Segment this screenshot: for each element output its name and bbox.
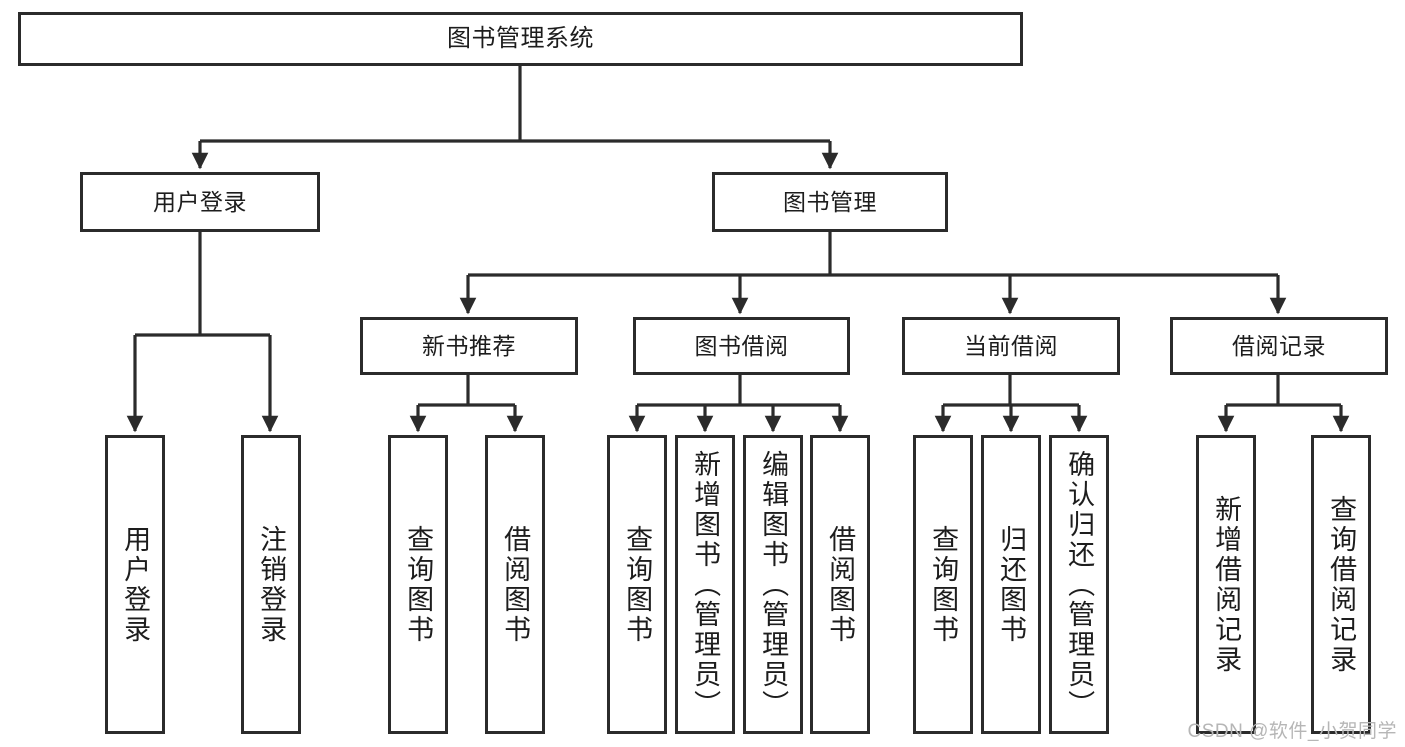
leaf-newbook-query-book[interactable]: 查询图书 — [388, 435, 448, 734]
node-book-borrow[interactable]: 图书借阅 — [633, 317, 850, 375]
node-user-login[interactable]: 用户登录 — [80, 172, 320, 232]
leaf-current-return-book[interactable]: 归还图书 — [981, 435, 1041, 734]
leaf-records-query-record-label: 查询借阅记录 — [1326, 494, 1357, 675]
leaf-borrow-borrow-book-label: 借阅图书 — [825, 524, 856, 645]
leaf-user-login[interactable]: 用户登录 — [105, 435, 165, 734]
leaf-current-confirm-return-admin-label: 确认归还（管理员） — [1064, 449, 1095, 720]
node-new-book-recommend[interactable]: 新书推荐 — [360, 317, 578, 375]
node-borrow-records[interactable]: 借阅记录 — [1170, 317, 1388, 375]
leaf-current-query-book[interactable]: 查询图书 — [913, 435, 973, 734]
leaf-borrow-edit-book-admin[interactable]: 编辑图书（管理员） — [743, 435, 803, 734]
node-root[interactable]: 图书管理系统 — [18, 12, 1023, 66]
leaf-current-return-book-label: 归还图书 — [996, 524, 1027, 645]
node-user-login-label: 用户登录 — [153, 188, 247, 215]
node-book-management[interactable]: 图书管理 — [712, 172, 948, 232]
leaf-records-query-record[interactable]: 查询借阅记录 — [1311, 435, 1371, 734]
node-book-borrow-label: 图书借阅 — [694, 332, 789, 359]
leaf-newbook-borrow-book-label: 借阅图书 — [500, 524, 531, 645]
leaf-newbook-borrow-book[interactable]: 借阅图书 — [485, 435, 545, 734]
leaf-borrow-query-book-label: 查询图书 — [622, 524, 653, 645]
leaf-records-add-record-label: 新增借阅记录 — [1211, 494, 1242, 675]
leaf-borrow-add-book-admin-label: 新增图书（管理员） — [690, 449, 721, 720]
leaf-borrow-borrow-book[interactable]: 借阅图书 — [810, 435, 870, 734]
node-current-borrow-label: 当前借阅 — [964, 332, 1058, 359]
leaf-borrow-query-book[interactable]: 查询图书 — [607, 435, 667, 734]
node-current-borrow[interactable]: 当前借阅 — [902, 317, 1120, 375]
node-new-book-recommend-label: 新书推荐 — [422, 332, 516, 359]
node-borrow-records-label: 借阅记录 — [1232, 332, 1326, 359]
leaf-user-login-label: 用户登录 — [120, 524, 151, 645]
leaf-records-add-record[interactable]: 新增借阅记录 — [1196, 435, 1256, 734]
watermark: CSDN @软件_小贺同学 — [1187, 721, 1397, 742]
node-root-label: 图书管理系统 — [447, 25, 594, 53]
node-book-management-label: 图书管理 — [783, 188, 877, 215]
leaf-current-query-book-label: 查询图书 — [928, 524, 959, 645]
leaf-current-confirm-return-admin[interactable]: 确认归还（管理员） — [1049, 435, 1109, 734]
leaf-newbook-query-book-label: 查询图书 — [403, 524, 434, 645]
leaf-logout-label: 注销登录 — [256, 524, 287, 645]
leaf-logout[interactable]: 注销登录 — [241, 435, 301, 734]
leaf-borrow-add-book-admin[interactable]: 新增图书（管理员） — [675, 435, 735, 734]
leaf-borrow-edit-book-admin-label: 编辑图书（管理员） — [758, 449, 789, 720]
